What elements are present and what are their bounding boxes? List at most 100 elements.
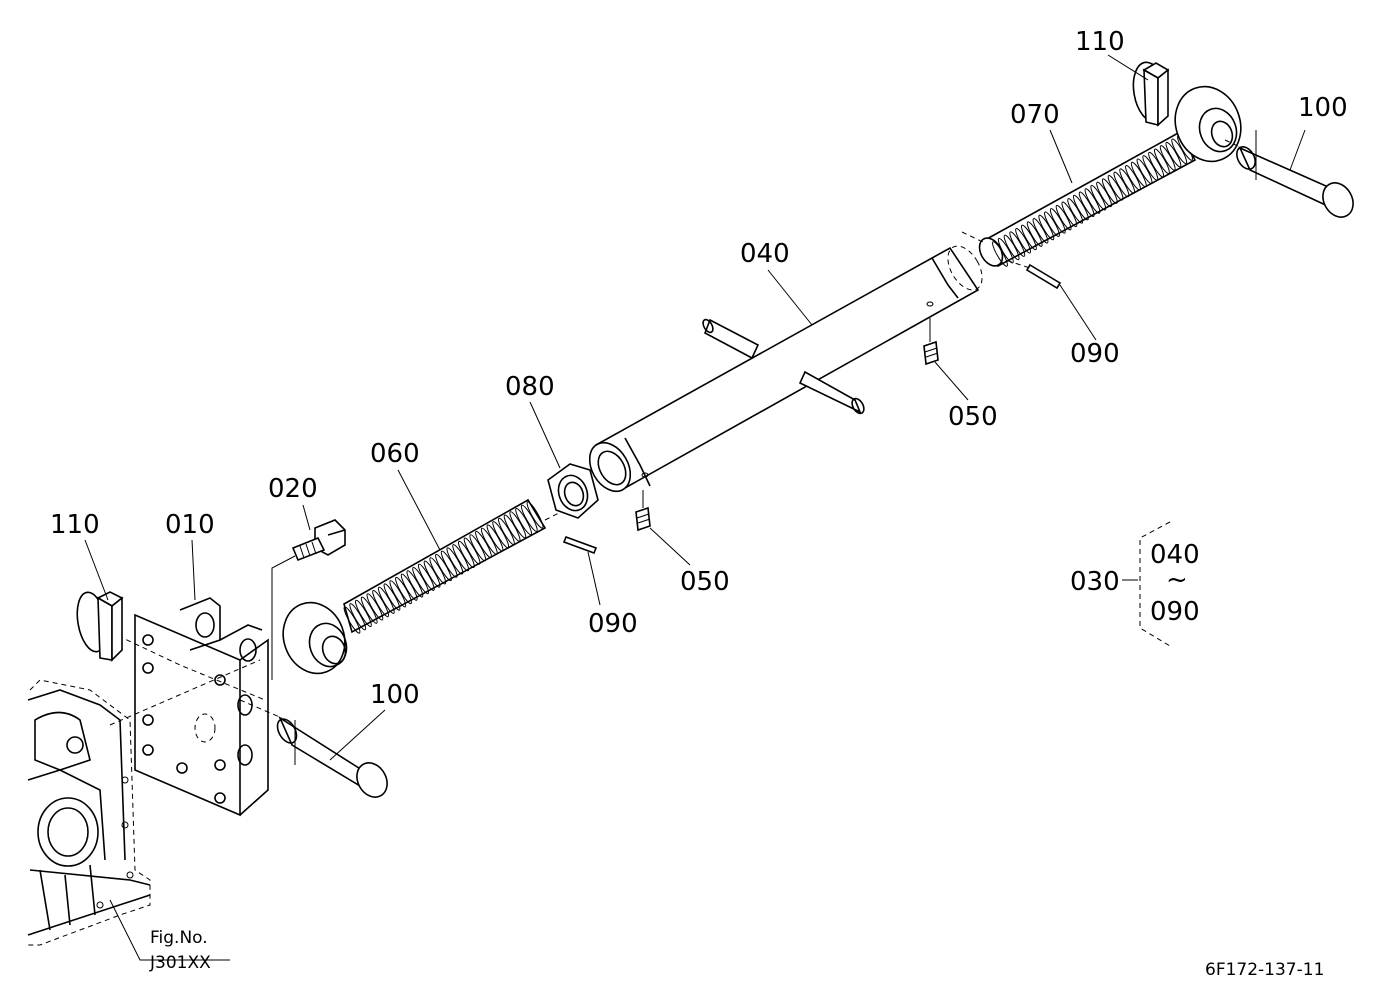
thread-ring [486,524,504,552]
thread-ring [1003,234,1020,261]
thread-ring [475,530,492,559]
thread-ring [366,593,384,621]
thread-ring [1020,224,1037,251]
label-040: 040 [740,239,790,269]
thread-ring [469,534,487,562]
bolt-020 [271,519,346,680]
thread-ring [515,508,533,536]
thread-ring [429,557,447,585]
thread-ring [452,544,470,572]
thread-ring [1072,194,1089,221]
label-010: 010 [165,510,215,540]
thread-ring [497,517,515,545]
thread-ring [1113,171,1130,198]
thread-ring [1084,188,1101,214]
thread-ring [1096,181,1113,208]
thread-ring [1078,191,1095,218]
label-020: 020 [268,474,318,504]
part-labels: 110 010 020 060 080 040 070 110 100 090 … [50,27,1348,710]
lynch-pin-110-right [1132,61,1170,127]
thread-ring [1119,168,1136,194]
assembly-range-start: 040 [1150,540,1200,570]
thread-ring [389,580,407,608]
thread-ring [360,596,378,624]
thread-ring [349,603,367,631]
label-090-right: 090 [1070,339,1120,369]
thread-ring [1142,155,1159,181]
thread-ring [1015,228,1032,254]
thread-ring [1044,211,1060,237]
label-110-left: 110 [50,510,100,540]
thread-ring [423,560,441,588]
thread-ring [457,540,475,568]
thread-ring [412,567,430,595]
label-110-right: 110 [1075,27,1125,57]
thread-ring [406,570,424,598]
label-050-left: 050 [680,567,730,597]
assembly-range-end: 090 [1150,597,1200,627]
thread-ring [1061,201,1078,228]
thread-ring [343,606,361,634]
pin-100-left [239,699,388,798]
fig-number: J301XX [149,953,211,973]
thread-ring [1049,208,1066,234]
assembly-label: 030 [1070,567,1120,597]
spring-pin-090-left [562,535,598,555]
thread-ring [492,521,510,549]
label-080: 080 [505,372,555,402]
thread-ring [395,576,412,605]
thread-ring [1148,151,1165,178]
lynch-pin-110-left [76,591,124,662]
thread-ring [354,599,372,627]
thread-ring [1153,148,1170,175]
adjusting-tube-040 [588,245,983,493]
thread-ring [417,563,435,591]
bracket-010 [109,597,269,817]
thread-ring [1159,145,1176,171]
label-050-right: 050 [948,402,998,432]
thread-ring [1101,178,1118,204]
thread-ring [446,547,464,575]
thread-ring [1009,231,1026,257]
thread-ring [1136,158,1153,184]
grease-nipple-050-left [635,490,651,532]
thread-ring [509,511,527,539]
thread-ring [1130,161,1147,188]
assembly-range-separator: ~ [1166,565,1188,595]
thread-ring [383,583,401,611]
thread-ring [1067,198,1084,224]
thread-ring [435,553,452,582]
thread-ring [1165,141,1182,168]
thread-ring [377,586,395,614]
figure-reference: Fig.No. J301XX [149,928,211,973]
thread-ring [1090,184,1107,211]
thread-ring [1107,175,1124,201]
thread-ring [1026,221,1043,247]
transmission-housing [27,679,230,961]
pin-100-right [1224,130,1354,218]
thread-ring [1038,214,1055,241]
leader-lines [84,54,1306,761]
thread-ring [1125,165,1141,191]
thread-ring [372,590,390,618]
thread-ring [1032,218,1049,244]
thread-ring [520,504,538,532]
nut-080 [547,463,599,519]
assembly-group-030: 030 040 ~ 090 [1070,521,1200,647]
label-100-left: 100 [370,680,420,710]
thread-ring [1171,138,1188,165]
thread-ring [400,573,418,601]
fig-label: Fig.No. [150,928,208,948]
thread-ring [480,527,498,555]
drawing-code: 6F172-137-11 [1205,960,1324,980]
threaded-rod-070 [961,85,1242,268]
thread-ring [992,241,1008,267]
thread-ring [1055,204,1072,231]
thread-ring [997,237,1014,264]
thread-ring [526,501,544,529]
label-090-left: 090 [588,609,638,639]
thread-ring [463,537,481,565]
label-060: 060 [370,439,420,469]
label-100-right: 100 [1298,93,1348,123]
